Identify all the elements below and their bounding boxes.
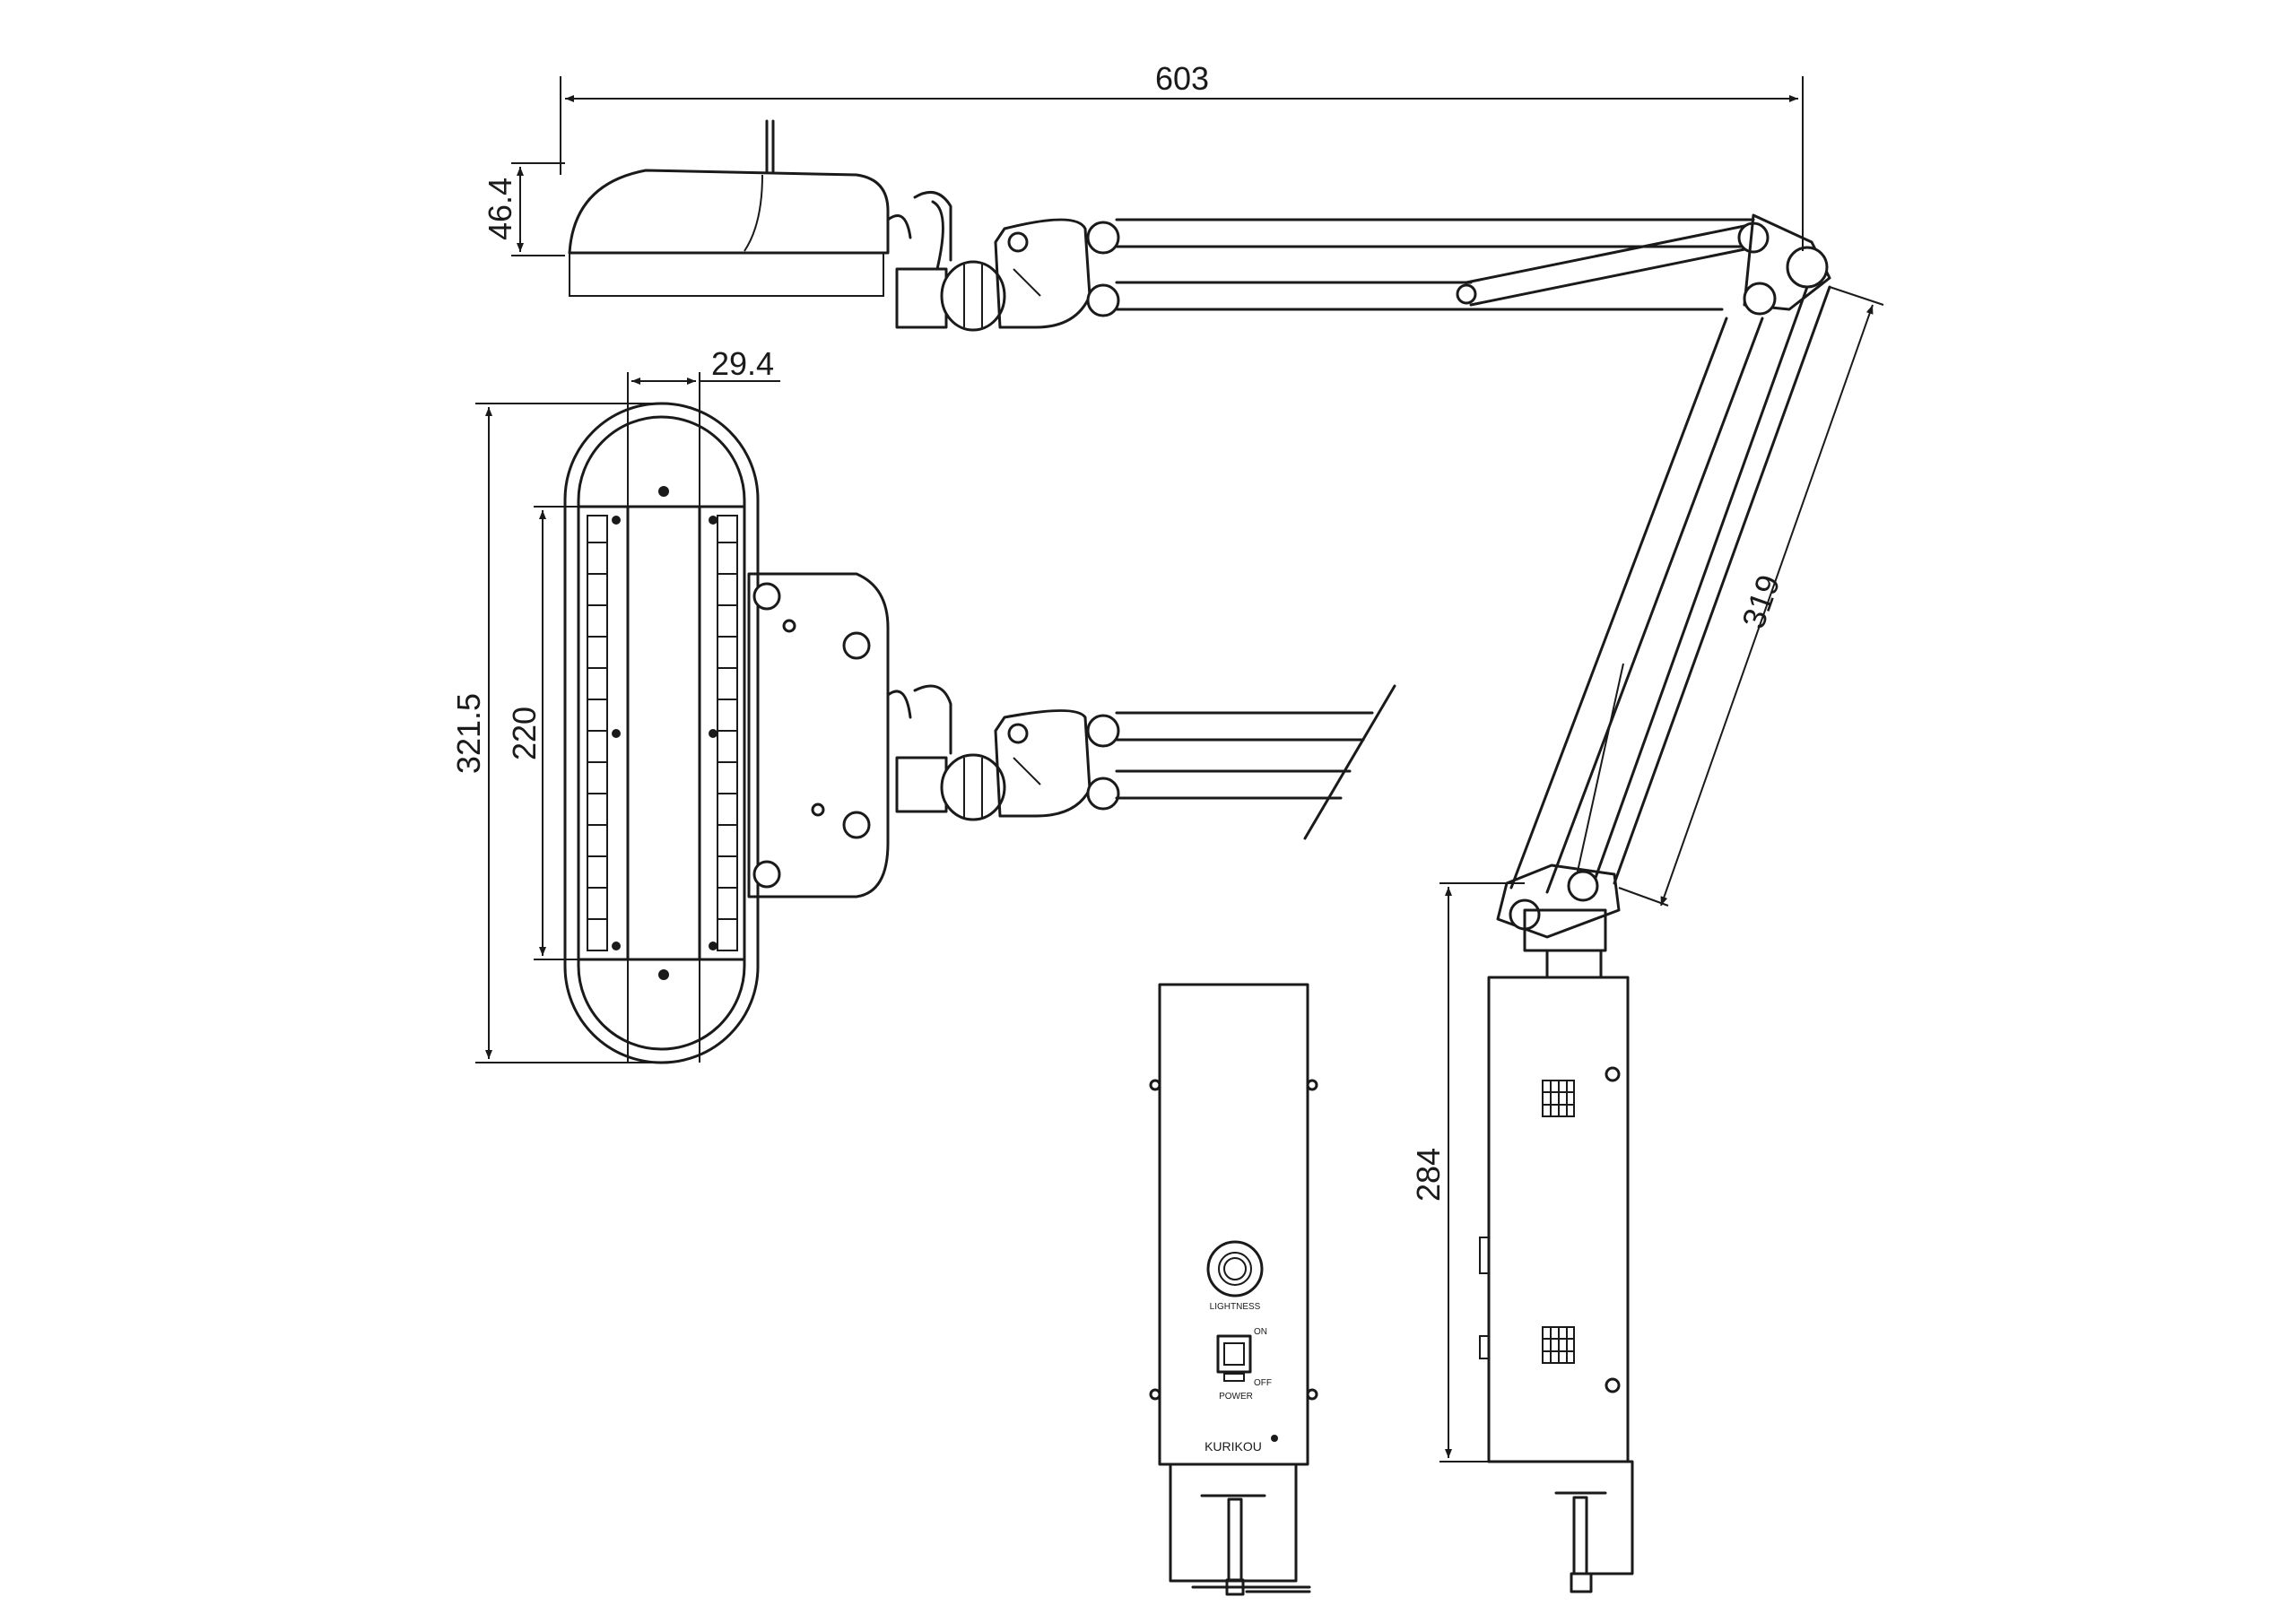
vent-grid-upper <box>1542 1080 1575 1117</box>
base-housing-side <box>1479 976 1630 1463</box>
lightness-dial[interactable] <box>1206 1240 1264 1298</box>
clamp-front <box>1169 1462 1311 1596</box>
dimension-29-4: 29.4 <box>627 345 780 404</box>
dimension-321-5-label: 321.5 <box>450 693 487 774</box>
dimension-220-label: 220 <box>506 707 543 760</box>
switch-off-label: OFF <box>1254 1378 1272 1388</box>
vent-slots-left <box>587 515 608 951</box>
side-view <box>568 119 1831 1593</box>
dimension-220: 220 <box>506 506 583 960</box>
arm-cut-plan <box>1115 684 1396 840</box>
dimension-46-4: 46.4 <box>482 162 565 256</box>
neck-joint-side <box>886 190 1120 332</box>
upper-arm-side <box>1115 218 1770 311</box>
brand-name: KURIKOU <box>1205 1439 1262 1454</box>
dimension-46-4-label: 46.4 <box>482 178 518 240</box>
front-view-base: LIGHTNESS ON OFF POWER KURIKOU <box>1149 983 1318 1596</box>
lightness-label: LIGHTNESS <box>1210 1302 1261 1312</box>
neck-joint-plan <box>886 684 1120 821</box>
power-label: POWER <box>1219 1392 1253 1402</box>
dimension-29-4-label: 29.4 <box>711 345 774 382</box>
base-joint <box>1496 864 1621 979</box>
mounting-plate <box>747 572 890 898</box>
dimension-284: 284 <box>1410 882 1525 1462</box>
dimension-319-label: 319 <box>1735 570 1787 633</box>
plan-view <box>563 402 1396 1064</box>
dimension-321-5: 321.5 <box>450 403 664 1063</box>
dimension-284-label: 284 <box>1410 1148 1447 1202</box>
vent-slots-right <box>717 515 738 951</box>
dimension-603: 603 <box>560 60 1804 251</box>
lamp-head-side <box>568 119 890 297</box>
elbow-joint <box>1743 213 1831 316</box>
vent-grid-lower <box>1542 1326 1575 1364</box>
switch-on-label: ON <box>1254 1327 1267 1337</box>
brand-logo: KURIKOU <box>1205 1435 1278 1454</box>
clamp-side <box>1487 1460 1634 1593</box>
power-switch[interactable] <box>1216 1334 1252 1382</box>
dimension-603-label: 603 <box>1155 60 1209 97</box>
